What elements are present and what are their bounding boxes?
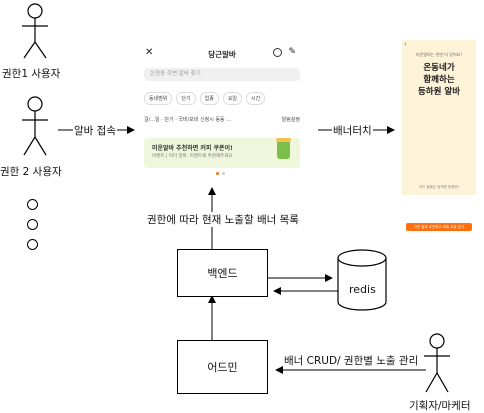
filter-chip[interactable]: 시간 bbox=[246, 92, 266, 105]
banner-detail-screenshot: ‹ 미운알바는 한번 더 있어요! 온동네가 함께하는 등하원 알바 아이 돌봄… bbox=[402, 40, 476, 231]
app-screenshot: ✕ 당근알바 ✎ 논현동 주변 알바 찾기 동네범위 단기 업종 요일 시간 걸… bbox=[140, 44, 304, 176]
actor-planner-figure bbox=[424, 333, 450, 393]
alarm-setting[interactable]: 알림설정 bbox=[281, 117, 300, 123]
edge-banner-list-label: 권한에 따라 현재 노출할 배너 목록 bbox=[146, 212, 300, 227]
banner-detail-note: 아이 돌봄은 등하원 동행만! bbox=[418, 185, 460, 189]
app-title: 당근알바 bbox=[208, 50, 236, 59]
promo-banner[interactable]: 미운알바 추천하면 커피 쿠폰이! 이벤트 | 이미 알바, 이벤트에 추천해주… bbox=[144, 138, 300, 168]
promo-banner-subtitle: 이벤트 | 이미 알바, 이벤트에 추천해주세요 bbox=[152, 154, 233, 159]
more-users-dot bbox=[27, 199, 38, 210]
actor-planner-label: 기획자/마케터 bbox=[409, 400, 471, 412]
carousel-dot bbox=[222, 172, 225, 175]
back-icon[interactable]: ‹ bbox=[404, 40, 407, 48]
actor-role1-figure bbox=[22, 3, 48, 59]
edge-banner-touch-label: 배너터치 bbox=[332, 123, 373, 138]
redis-label: redis bbox=[349, 283, 376, 296]
promo-banner-title: 미운알바 추천하면 커피 쿠폰이! bbox=[152, 145, 233, 152]
filter-chip[interactable]: 업종 bbox=[199, 92, 219, 105]
options-text: 걸/...일 · 단기 · 국비/모비 신청시 동동 … bbox=[144, 117, 232, 123]
backend-box: 백엔드 bbox=[177, 249, 268, 297]
carousel-dot-active bbox=[216, 172, 219, 175]
redis-cylinder bbox=[337, 249, 387, 311]
profile-icon[interactable] bbox=[273, 48, 282, 57]
close-icon[interactable]: ✕ bbox=[145, 47, 154, 58]
edge-access-label: 알바 접속 bbox=[73, 123, 117, 138]
carousel-indicator bbox=[216, 172, 225, 175]
edit-icon[interactable]: ✎ bbox=[288, 47, 296, 57]
banner-detail-subtitle: 미운알바는 한번 더 있어요! bbox=[416, 52, 462, 57]
filter-chips: 동네범위 단기 업종 요일 시간 bbox=[144, 92, 304, 105]
filter-chip[interactable]: 단기 bbox=[176, 92, 196, 105]
banner-title-line: 함께하는 bbox=[423, 75, 455, 85]
actor-role1-label: 권한1 사용자 bbox=[2, 68, 61, 80]
edge-crud-label: 배너 CRUD/ 권한별 노출 관리 bbox=[283, 353, 420, 368]
more-users-dot bbox=[27, 239, 38, 250]
filter-chip[interactable]: 요일 bbox=[222, 92, 243, 105]
banner-detail-button[interactable]: 이웃 알바 추천하고 커피 쿠폰 받기 bbox=[406, 223, 472, 231]
filter-chip[interactable]: 동네범위 bbox=[144, 92, 173, 105]
options-row: 걸/...일 · 단기 · 국비/모비 신청시 동동 … 알림설정 bbox=[144, 116, 300, 123]
banner-title-line: 온동네가 bbox=[423, 63, 455, 73]
banner-title-line: 등하원 알바 bbox=[417, 87, 461, 97]
actor-role2-label: 권한 2 사용자 bbox=[0, 166, 62, 178]
more-users-dot bbox=[27, 219, 38, 230]
banner-detail-title: 온동네가 함께하는 등하원 알바 bbox=[402, 62, 476, 98]
search-input[interactable]: 논현동 주변 알바 찾기 bbox=[144, 68, 300, 81]
coffee-cup-icon bbox=[276, 138, 291, 159]
admin-box: 어드민 bbox=[177, 340, 268, 394]
actor-role2-figure bbox=[22, 96, 48, 156]
